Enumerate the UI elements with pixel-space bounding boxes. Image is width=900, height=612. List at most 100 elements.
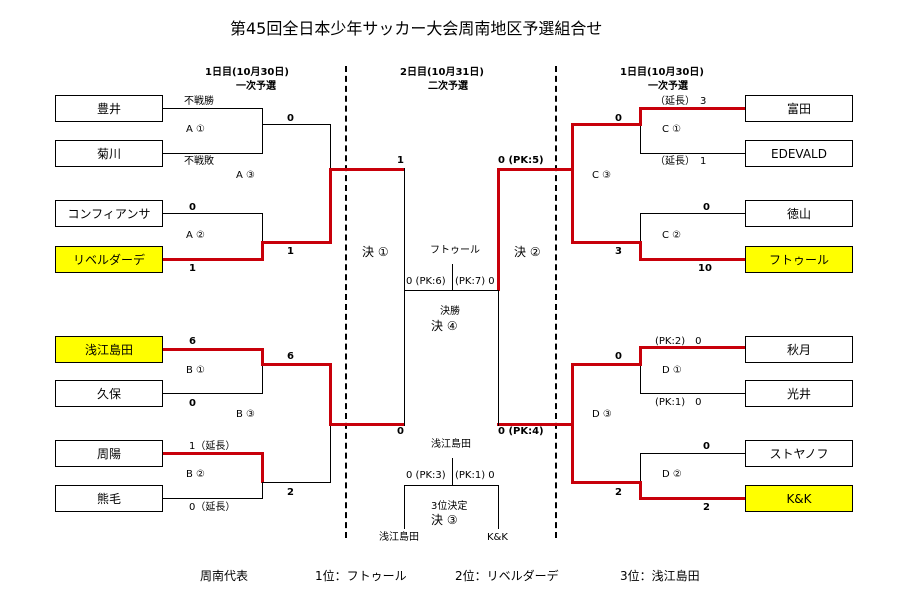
score-d2-stjanov: 0 — [703, 441, 710, 452]
label-b2: B ② — [186, 469, 206, 480]
line-b3-out-win — [329, 423, 405, 426]
score-c3-c1: 0 — [615, 113, 622, 124]
line-a3-vert-win — [329, 168, 332, 244]
line-c2-top — [640, 213, 745, 214]
score-b2-kumage: 0（延長） — [189, 502, 236, 513]
team-tokuyama: 徳山 — [745, 200, 853, 227]
label-d3: D ③ — [592, 409, 612, 420]
score-k1-top: 1 — [397, 155, 404, 166]
score-d3-d2: 2 — [615, 487, 622, 498]
score-d1-akizuki: (PK:2) 0 — [655, 336, 702, 347]
line-d2-vert-upper — [640, 453, 641, 483]
line-c1-vert-win — [639, 107, 642, 125]
team-tomita: 富田 — [745, 95, 853, 122]
line-c2-vert-win — [639, 241, 642, 261]
score-d1-mitsui: (PK:1) 0 — [655, 397, 702, 408]
line-final-right — [452, 290, 499, 291]
line-a1-top — [163, 108, 263, 109]
third-winner: 浅江島田 — [431, 439, 471, 450]
label-d1: D ① — [662, 365, 682, 376]
score-d2-kk: 2 — [703, 502, 710, 513]
line-b3-vert-win — [329, 363, 332, 426]
team-stjanov: ストヤノフ — [745, 440, 853, 467]
line-b3-vert-lower — [330, 425, 331, 483]
line-b1-bottom — [163, 393, 263, 394]
final-score-right: (PK:7) 0 — [455, 276, 495, 287]
label-b1: B ① — [186, 365, 206, 376]
line-a2-vert-win — [261, 241, 264, 261]
result-third: 3位：浅江島田 — [620, 569, 700, 583]
line-b2-out — [262, 482, 330, 483]
line-d1-bottom — [640, 393, 745, 394]
label-k1: 決 ① — [362, 245, 389, 259]
team-liberdade: リベルダーデ — [55, 246, 163, 273]
line-d1-vert-win — [639, 346, 642, 366]
line-b2-vert-win — [261, 452, 264, 483]
center-day-header: 2日目(10月31日) — [400, 67, 484, 78]
third-left-team: 浅江島田 — [379, 532, 419, 543]
team-akizuki: 秋月 — [745, 336, 853, 363]
label-c1: C ① — [662, 124, 682, 135]
line-d2-top — [640, 453, 745, 454]
line-b1-vert-win — [261, 348, 264, 365]
team-kumage: 熊毛 — [55, 485, 163, 512]
label-third: 3位決定 — [431, 501, 468, 512]
line-b1-top-win — [163, 348, 263, 351]
line-c2-bottom-win — [640, 258, 745, 261]
line-c1-out-win — [571, 123, 642, 126]
final-score-left: 0 (PK:6) — [406, 276, 446, 287]
score-b3-b2: 2 — [287, 487, 294, 498]
team-shuyo: 周陽 — [55, 440, 163, 467]
line-third-right — [498, 485, 499, 529]
line-k2-vert-lower — [498, 290, 499, 426]
right-day-header: 1日目(10月30日) — [620, 67, 704, 78]
score-c2-tokuyama: 0 — [703, 202, 710, 213]
third-score-left: 0 (PK:3) — [406, 470, 446, 481]
final-winner: フトゥール — [430, 245, 480, 256]
line-third-left — [404, 485, 405, 529]
line-d2-out-win — [571, 481, 642, 484]
label-c2: C ② — [662, 230, 682, 241]
line-b2-top-win — [163, 452, 263, 455]
result-second: 2位：リベルダーデ — [455, 569, 559, 583]
line-c2-out-win — [571, 241, 642, 244]
line-c2-vert-upper — [640, 213, 641, 241]
rep-label: 周南代表 — [200, 569, 249, 583]
score-fusen-win: 不戦勝 — [184, 96, 214, 107]
line-final-left — [404, 290, 452, 291]
separator-right — [555, 66, 557, 538]
third-right-team: K&K — [487, 532, 508, 543]
line-d3-out-win — [497, 423, 574, 426]
line-a2-out-win — [261, 241, 331, 244]
label-k2: 決 ② — [514, 245, 541, 259]
line-a2-vert-upper — [262, 213, 263, 241]
line-b1-out-win — [261, 363, 331, 366]
label-a1: A ① — [186, 124, 205, 135]
score-c3-c2: 3 — [615, 246, 622, 257]
score-k2-bottom: 0 (PK:4) — [498, 426, 544, 437]
score-a3-a2: 1 — [287, 246, 294, 257]
score-b2-shuyo: 1（延長） — [189, 441, 236, 452]
label-final: 決勝 — [440, 306, 460, 317]
line-c3-vert-win — [571, 123, 574, 244]
left-day-header: 1日目(10月30日) — [205, 67, 289, 78]
label-final-num: 決 ④ — [431, 319, 458, 333]
score-b3-b1: 6 — [287, 351, 294, 362]
line-a3-vert-upper — [330, 124, 331, 169]
line-b1-vert-lower — [262, 364, 263, 394]
line-third-winner — [452, 458, 453, 486]
score-d3-d1: 0 — [615, 351, 622, 362]
score-k2-top: 0 (PK:5) — [498, 155, 544, 166]
line-final-winner — [452, 264, 453, 291]
label-c3: C ③ — [592, 170, 612, 181]
page-title: 第45回全日本少年サッカー大会周南地区予選組合せ — [230, 19, 603, 38]
line-a1-vert — [262, 108, 263, 154]
score-a3-a1: 0 — [287, 113, 294, 124]
team-toyoi: 豊井 — [55, 95, 163, 122]
line-c1-bottom — [640, 153, 745, 154]
left-round-header: 一次予選 — [236, 81, 276, 92]
line-third-h — [404, 485, 498, 486]
score-a2-liberdade: 1 — [189, 263, 196, 274]
line-a2-bottom-win — [163, 258, 263, 261]
